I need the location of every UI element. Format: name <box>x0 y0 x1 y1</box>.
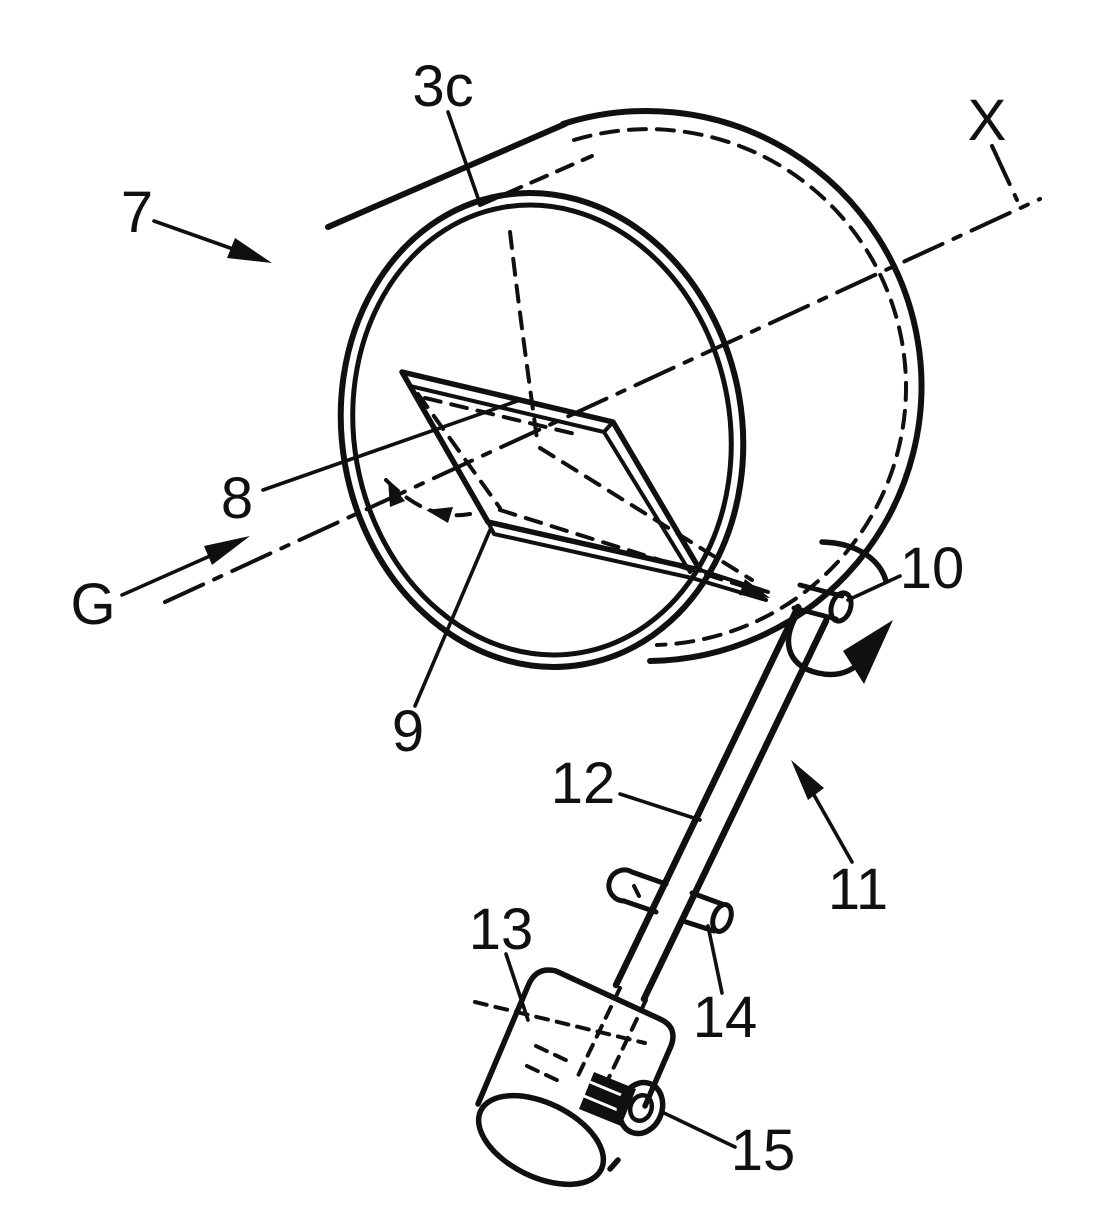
leader-14 <box>706 924 724 995</box>
groove-3c-dashed-tangent <box>478 154 594 207</box>
label-g: G <box>70 572 115 637</box>
leader-10 <box>846 574 902 602</box>
cross-pin-left-cap <box>606 867 635 904</box>
rotation-arrow-back-arc <box>819 539 889 584</box>
leader-9 <box>413 528 492 708</box>
cross-pin-left-sides <box>621 869 669 915</box>
rod-right-edge <box>640 617 830 1003</box>
label-10: 10 <box>900 536 965 601</box>
cross-pin <box>606 867 734 934</box>
mirror-thickness-right <box>602 430 692 574</box>
motor-open-end-face <box>475 1092 607 1188</box>
pivot-pin <box>791 582 854 624</box>
leader-13 <box>504 952 530 1022</box>
oscillation-arrowhead-left-icon <box>426 507 453 523</box>
label-15: 15 <box>731 1118 796 1183</box>
arrowhead-g-icon <box>204 536 250 565</box>
pivot-pin-end-face <box>828 590 854 624</box>
drum-front-rim-outer <box>337 190 747 670</box>
screw-head-outer <box>616 1079 666 1137</box>
arrowhead-7-icon <box>227 238 272 263</box>
mirror-hidden-left-edge <box>416 392 502 510</box>
groove-3c-dashed-circle <box>572 127 909 647</box>
rotation-arrowhead-icon <box>843 620 893 684</box>
leader-7 <box>152 219 235 251</box>
drum-front-rim-inner <box>350 202 734 658</box>
drum-silhouette-tangent <box>325 121 568 230</box>
oscillation-arrowhead-up-icon <box>388 480 405 507</box>
reference-labels: 3c X 7 8 G 9 10 11 12 13 14 15 <box>70 54 1006 1183</box>
cross-pin-hole-tick <box>632 884 641 898</box>
axis-x-label-connector <box>990 144 1019 202</box>
shaft-coupler-hatch-lines <box>583 1080 627 1113</box>
label-x: X <box>968 88 1007 153</box>
mirror-hidden-lower-converging <box>498 508 764 594</box>
mirror-hidden-top-edge <box>423 396 577 436</box>
drum-back-rim <box>560 108 925 664</box>
leader-11 <box>812 793 854 864</box>
label-3c: 3c <box>412 54 473 119</box>
label-9: 9 <box>392 699 424 764</box>
leader-lines <box>120 110 902 1149</box>
pivot-pin-sides <box>791 582 845 622</box>
leader-g <box>120 554 212 597</box>
mirror-hidden-upper-converging <box>538 446 754 582</box>
label-7: 7 <box>121 180 153 245</box>
mirror-thickness-bottom <box>486 520 694 580</box>
rod-left-edge <box>612 603 802 989</box>
rotation-arrow <box>785 539 893 684</box>
mirror-oscillation-arc <box>384 478 472 518</box>
motor-body <box>475 967 676 1109</box>
mirror-plate <box>399 369 770 602</box>
arrowhead-11-icon <box>791 760 824 800</box>
mirror-hinge-tab <box>690 568 770 602</box>
drive-rod <box>612 603 830 1003</box>
label-14: 14 <box>693 985 758 1050</box>
leader-15 <box>660 1110 737 1149</box>
label-13: 13 <box>469 897 534 962</box>
motor-hidden-bore <box>473 1000 647 1045</box>
leader-8 <box>261 398 522 492</box>
leader-3c <box>446 110 480 200</box>
drum-body <box>325 108 925 670</box>
label-8: 8 <box>221 466 253 531</box>
leader-12 <box>618 792 702 822</box>
label-12: 12 <box>551 751 616 816</box>
screw-head-inner <box>627 1093 655 1123</box>
cross-pin-end-face <box>710 902 734 934</box>
motor-hidden-detail <box>525 1044 574 1085</box>
motor-hidden-shaft <box>574 986 648 1094</box>
axis-lines <box>163 144 1042 604</box>
label-11: 11 <box>828 857 888 922</box>
motor-body-lower-right <box>607 1157 621 1172</box>
mirror-thickness-top <box>400 370 615 434</box>
motor <box>473 967 676 1188</box>
